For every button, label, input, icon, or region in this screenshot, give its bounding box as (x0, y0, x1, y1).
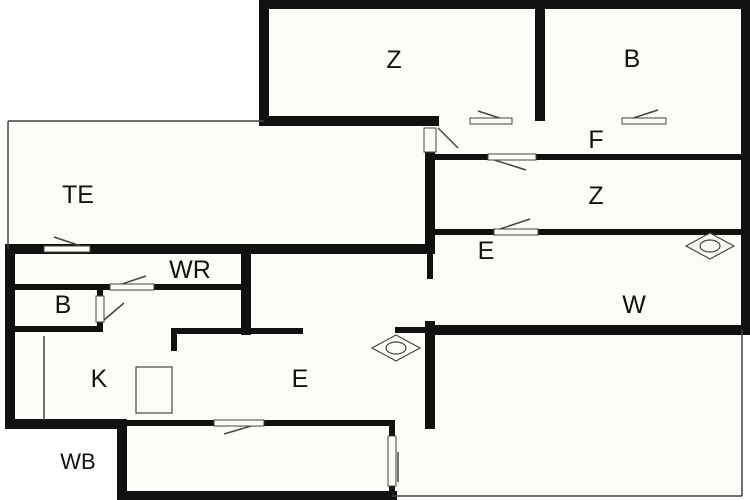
room-label-b-top: B (624, 45, 641, 73)
door-e-mid (493, 228, 539, 236)
door-z-mid (487, 153, 537, 161)
door-z-top (469, 117, 513, 125)
room-label-f: F (588, 126, 603, 154)
room-te (8, 121, 430, 249)
bottom-room (122, 424, 392, 496)
door-bottom-right (387, 435, 397, 487)
door-f-left (423, 127, 437, 153)
door-gaps (43, 117, 667, 487)
room-label-k: K (91, 365, 108, 393)
sink-icon (370, 334, 422, 362)
door-bottom (213, 419, 265, 427)
bottom-right-room (392, 330, 742, 496)
room-label-wr: WR (169, 256, 211, 284)
room-z-top (264, 4, 540, 121)
room-label-te: TE (62, 181, 94, 209)
door-wr (109, 283, 155, 291)
room-z-mid (434, 159, 740, 232)
room-label-b-left: B (55, 291, 72, 319)
sink-icon (684, 232, 736, 260)
room-label-z-top: Z (386, 46, 401, 74)
floor-fills (8, 4, 742, 496)
room-label-e-bottom: E (292, 365, 309, 393)
door-b-left (95, 295, 105, 323)
room-label-w: W (622, 291, 646, 319)
door-b-top (621, 117, 667, 125)
room-label-overlap: WB (60, 449, 95, 474)
room-label-e-mid: E (478, 237, 495, 265)
kitchen-counter (135, 366, 173, 414)
door-te (43, 245, 91, 253)
room-f (430, 121, 740, 159)
room-b-top (540, 4, 740, 121)
room-label-z-mid: Z (588, 182, 603, 210)
thin-lines (7, 109, 743, 497)
